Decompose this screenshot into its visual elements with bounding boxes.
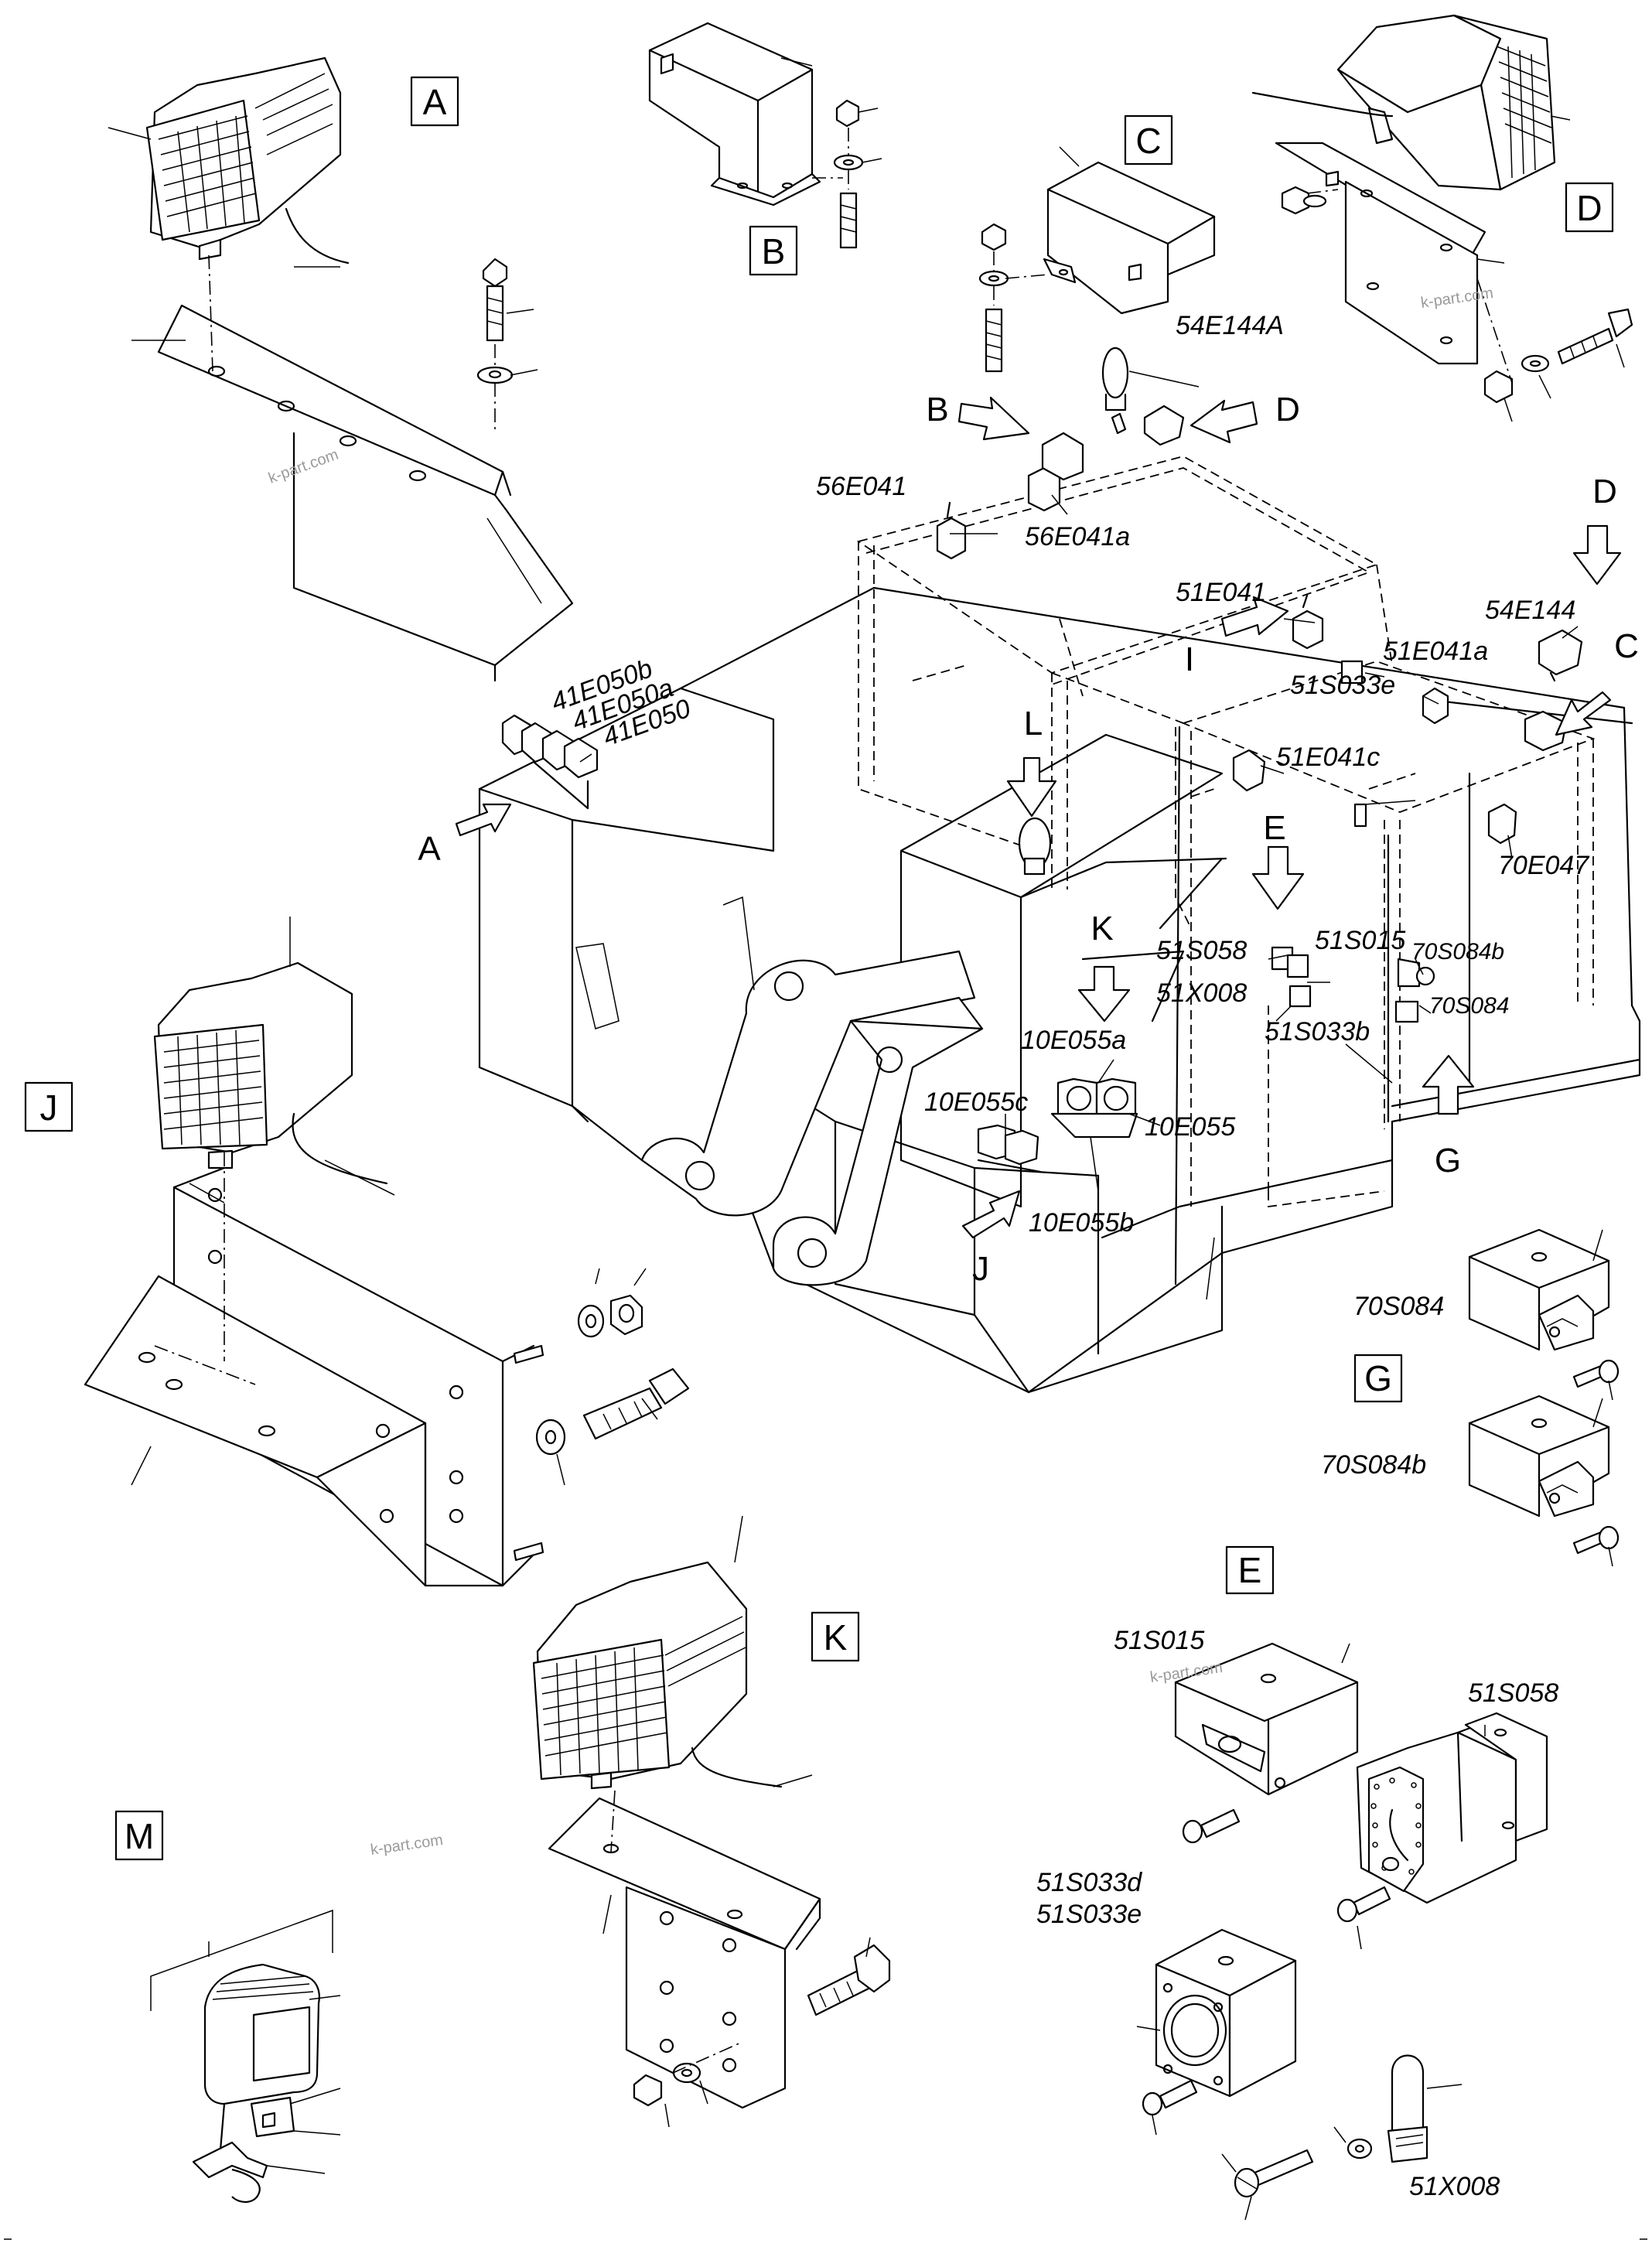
- part-label-54E144: 54E144: [1485, 596, 1575, 625]
- arrow-label-B: B: [926, 391, 948, 428]
- detail-box-E: E: [1238, 1550, 1262, 1590]
- cab-components: [501, 347, 1583, 1173]
- part-label-51S058: 51S058: [1156, 936, 1247, 965]
- detail-G: [1468, 1228, 1620, 1567]
- leader-lines: [579, 370, 1579, 1192]
- part-label-51E041: 51E041: [1176, 578, 1266, 607]
- part-label-51E041a: 51E041a: [1383, 637, 1488, 666]
- arrow-label-E: E: [1263, 809, 1285, 847]
- detail-boxes: [24, 76, 1614, 1861]
- arrow-label-A: A: [418, 830, 441, 868]
- arrow-J: [961, 1190, 1021, 1239]
- arrow-D-top: [1190, 399, 1258, 444]
- arrow-label-K: K: [1091, 910, 1113, 947]
- arrow-label-C: C: [1614, 627, 1639, 665]
- arrow-label-L: L: [1024, 705, 1043, 743]
- arrow-label-D-right: D: [1592, 473, 1617, 510]
- arrow-K: [1077, 965, 1131, 1023]
- arrow-label-J: J: [972, 1250, 989, 1288]
- view-arrows: [455, 396, 1622, 1239]
- watermark-1: k-part.com: [266, 446, 340, 487]
- part-label-54E144A: 54E144A: [1176, 311, 1284, 340]
- detail-label-70S084b: 70S084b: [1321, 1450, 1426, 1480]
- detail-label-51X008: 51X008: [1409, 2172, 1500, 2201]
- arrow-L: [1006, 756, 1057, 818]
- watermark-4: k-part.com: [370, 1832, 445, 1859]
- part-label-10E055a: 10E055a: [1021, 1026, 1126, 1055]
- part-label-56E041: 56E041: [816, 472, 906, 501]
- part-label-10E055b: 10E055b: [1029, 1208, 1134, 1238]
- part-label-51S033e: 51S033e: [1290, 671, 1395, 700]
- part-label-51S033b: 51S033b: [1265, 1017, 1370, 1046]
- arrow-E: [1251, 845, 1305, 910]
- detail-D: [1251, 14, 1633, 422]
- lamp-cluster-41E050: [501, 714, 599, 810]
- detail-box-M: M: [125, 1816, 154, 1856]
- text-layer: A B C D E G J K M A B C D D E G I J K L …: [40, 82, 1639, 2201]
- detail-box-K: K: [824, 1617, 848, 1658]
- detail-label-51S033e: 51S033e: [1036, 1900, 1142, 1929]
- detail-B: [648, 22, 882, 249]
- arrow-C: [1555, 691, 1612, 736]
- detail-label-51S058: 51S058: [1468, 1678, 1558, 1708]
- arrow-I: [1220, 596, 1289, 637]
- detail-label-51S015: 51S015: [1114, 1626, 1204, 1655]
- arrow-label-G: G: [1435, 1142, 1461, 1180]
- part-label-70S084: 70S084: [1429, 993, 1509, 1019]
- detail-J: [84, 917, 690, 1587]
- part-label-51X008: 51X008: [1156, 978, 1247, 1008]
- arrow-A: [455, 803, 512, 837]
- detail-A: [108, 56, 574, 682]
- part-label-51S015: 51S015: [1315, 926, 1405, 955]
- arrow-G: [1422, 1054, 1475, 1115]
- detail-box-G: G: [1364, 1358, 1392, 1398]
- detail-box-A: A: [423, 82, 447, 122]
- detail-label-51S033d: 51S033d: [1036, 1868, 1142, 1897]
- detail-K: [532, 1515, 891, 2128]
- arrow-label-D-top: D: [1275, 391, 1300, 428]
- part-label-51E041c: 51E041c: [1276, 743, 1380, 772]
- part-label-10E055c: 10E055c: [924, 1087, 1028, 1117]
- detail-label-70S084: 70S084: [1353, 1292, 1444, 1321]
- arrow-label-I: I: [1185, 640, 1194, 678]
- arrow-B: [957, 396, 1030, 441]
- part-label-56E041a: 56E041a: [1025, 522, 1130, 551]
- part-label-70E047: 70E047: [1498, 851, 1589, 880]
- arrow-D-right: [1572, 524, 1622, 586]
- part-label-10E055: 10E055: [1145, 1112, 1235, 1142]
- detail-box-C: C: [1135, 121, 1161, 161]
- detail-box-B: B: [762, 231, 786, 271]
- detail-E: [1136, 1642, 1548, 2221]
- detail-box-J: J: [40, 1087, 58, 1128]
- detail-M: [150, 1909, 341, 2203]
- part-label-70S084b: 70S084b: [1411, 939, 1504, 965]
- cab-body: [478, 586, 1641, 1394]
- detail-C: [978, 146, 1216, 373]
- detail-box-D: D: [1576, 188, 1602, 228]
